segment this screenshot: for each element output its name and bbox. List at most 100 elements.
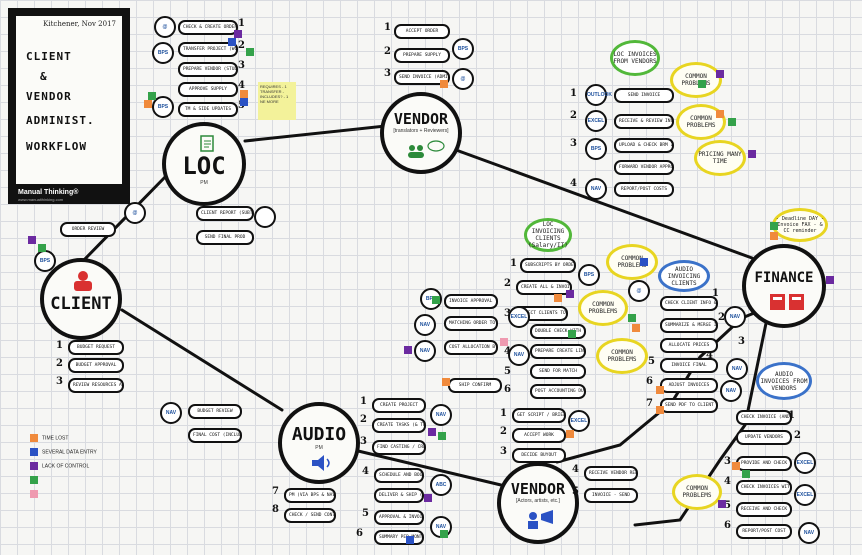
audio-tool-nav: NAV [430, 404, 452, 426]
marker-blue [640, 258, 648, 266]
legend-green [30, 476, 42, 484]
client-tool-email: @ [124, 202, 146, 224]
marker-orange [440, 80, 448, 88]
marker-pink [500, 338, 508, 346]
vendor-bottom-num-5: 5 [572, 486, 579, 497]
marker-orange [656, 386, 664, 394]
legend-data-entry: SEVERAL DATA ENTRY [30, 448, 97, 456]
loc-tool-bps-2: BPS [152, 96, 174, 118]
marker-green [728, 118, 736, 126]
audio-lower-num-5: 5 [362, 508, 369, 519]
loc-inv-step-2: RECEIVE & REVIEW INVOICE [614, 114, 674, 129]
audio-invoicing-ring: AUDIO INVOICING CLIENTS [658, 260, 710, 292]
hub-audio-sub: PM [315, 445, 323, 451]
link-audio-vendor [352, 448, 503, 487]
legend-swatch-green [30, 476, 38, 484]
audio-inv-step-1: CHECK INVOICE (AND) [736, 410, 792, 425]
client-step-1: BUDGET REQUEST [68, 340, 124, 355]
audio-invoicing-step-4: INVOICE FINAL [660, 358, 718, 373]
vendor-top-step-2: PREPARE SUPPLY [394, 48, 450, 63]
hub-vendor-top: VENDOR [translators + Reviewers] [380, 92, 462, 174]
loc-inv-tool-nav: NAV [585, 178, 607, 200]
audio-invoicing-tool-nav-2: NAV [726, 358, 748, 380]
audio-invoicing-step-3: ALLOCATE PRICES [660, 338, 718, 353]
speaker-icon [312, 455, 330, 471]
audio-lower-step-approval: APPROVAL & INVOICES [374, 510, 424, 525]
audio-invoicing-num-3: 3 [738, 336, 745, 347]
audio-lower-tool-abc: ABC [430, 474, 452, 496]
vendor-bottom-step-3: DECIDE BUYOUT [512, 448, 566, 463]
audio-inv-tool-nav: NAV [798, 522, 820, 544]
middle-tool-bps: BPS [420, 288, 442, 310]
marker-purple [566, 290, 574, 298]
marker-purple [424, 494, 432, 502]
link-client-audio [120, 308, 284, 412]
loc-inv-num-4: 4 [570, 178, 577, 189]
legend-swatch-purple [30, 462, 38, 470]
loc-invoicing-num-6: 6 [504, 384, 511, 395]
marker-purple [718, 500, 726, 508]
client-step-2: BUDGET APPROVAL [68, 358, 124, 373]
hub-vendor-bottom-label: VENDOR [510, 480, 566, 498]
marker-purple [748, 150, 756, 158]
person-icon [74, 271, 92, 291]
hub-vendor-top-sub: [translators + Reviewers] [393, 128, 449, 134]
loc-invoicing-num-5: 5 [504, 366, 511, 377]
vendor-bottom-step-1: GET SCRIPT / BRIEFING [512, 408, 566, 423]
audio-step-3: FIND CASTING / CRE. [372, 440, 426, 455]
marker-purple [404, 346, 412, 354]
loc-invoicing-step-6: SEND FOR MATCH [530, 364, 586, 379]
vendor-top-tool-bps: BPS [452, 38, 474, 60]
legend-swatch-pink [30, 490, 38, 498]
audio-invoicing-tool-nav-3: NAV [720, 380, 742, 402]
loc-invoicing-tool-nav: NAV [508, 344, 530, 366]
audio-invoicing-tool-email: @ [628, 280, 650, 302]
audio-lower-num-4: 4 [362, 466, 369, 477]
marker-blue [228, 38, 236, 46]
audio-invoicing-step-1: CHECK CLIENT INFO & INVOICE [660, 296, 718, 311]
audio-num-2: 2 [360, 414, 367, 425]
loc-inv-tool-bps: BPS [585, 138, 607, 160]
sticky-note: REQUIRES - 1 TRANSFER - INCLUDES? - 1 NE… [258, 82, 296, 120]
common-problems-note-6: COMMON PROBLEMS [672, 474, 722, 510]
client-num-3: 3 [56, 376, 63, 387]
hub-finance-label: FINANCE [754, 270, 814, 286]
hub-vendor-bottom-sub: [Actors, artists, etc.] [516, 498, 560, 504]
audio-num-1: 1 [360, 396, 367, 407]
loc-inv-num-3: 3 [570, 138, 577, 149]
title-date: Kitchener, Nov 2017 [43, 20, 116, 28]
marker-green [438, 432, 446, 440]
marker-purple [234, 30, 242, 38]
vendor-top-step-3: SEND INVOICE (ADMIN STAGE OK) [394, 70, 450, 85]
vendor-top-num-2: 2 [384, 46, 391, 57]
audio-lower-num-7: 7 [272, 486, 279, 497]
vendor-top-step-1: ACCEPT ORDER [394, 24, 450, 39]
hub-vendor-top-label: VENDOR [393, 110, 449, 128]
vendor-bottom-step-5: INVOICE - SEND [584, 488, 638, 503]
audio-inv-num-5: 5 [724, 500, 731, 511]
audio-inv-tool-excel-1: EXCEL [794, 452, 816, 474]
audio-inv-step-3: PROVIDE AND CHECK INVOICE [736, 456, 792, 471]
audio-inv-tool-excel-2: EXCEL [794, 484, 816, 506]
matching-order: MATCHING ORDER TO INVOICE TIME [444, 316, 498, 331]
marker-orange [240, 90, 248, 98]
hub-client: CLIENT [40, 258, 122, 340]
audio-lower-step-contract: CHECK / SEND CONTRACT [284, 508, 336, 523]
audio-invoicing-num-1: 1 [712, 288, 719, 299]
client-num-2: 2 [56, 358, 63, 369]
marker-green [742, 470, 750, 478]
clipboard-icon [200, 135, 214, 152]
audio-lower-step-summary: SUMMARY PER MONTH / INPUT [374, 530, 424, 545]
marker-orange [716, 110, 724, 118]
vendor-bottom-num-4: 4 [572, 464, 579, 475]
loc-invoicing-step-7: POST ACCOUNTING DUE BY ONE [530, 384, 586, 399]
marker-green [568, 330, 576, 338]
legend-swatch-blue [30, 448, 38, 456]
audio-inv-step-6: REPORT/POST COST [736, 524, 792, 539]
audio-invoicing-num-5: 5 [648, 356, 655, 367]
invoice-approval: INVOICE APPROVAL (ORDER & ENGINEERS) [444, 294, 498, 309]
marker-green [698, 80, 706, 88]
marker-orange [770, 232, 778, 240]
audio-invoicing-step-5: ADJUST INVOICES [660, 378, 718, 393]
